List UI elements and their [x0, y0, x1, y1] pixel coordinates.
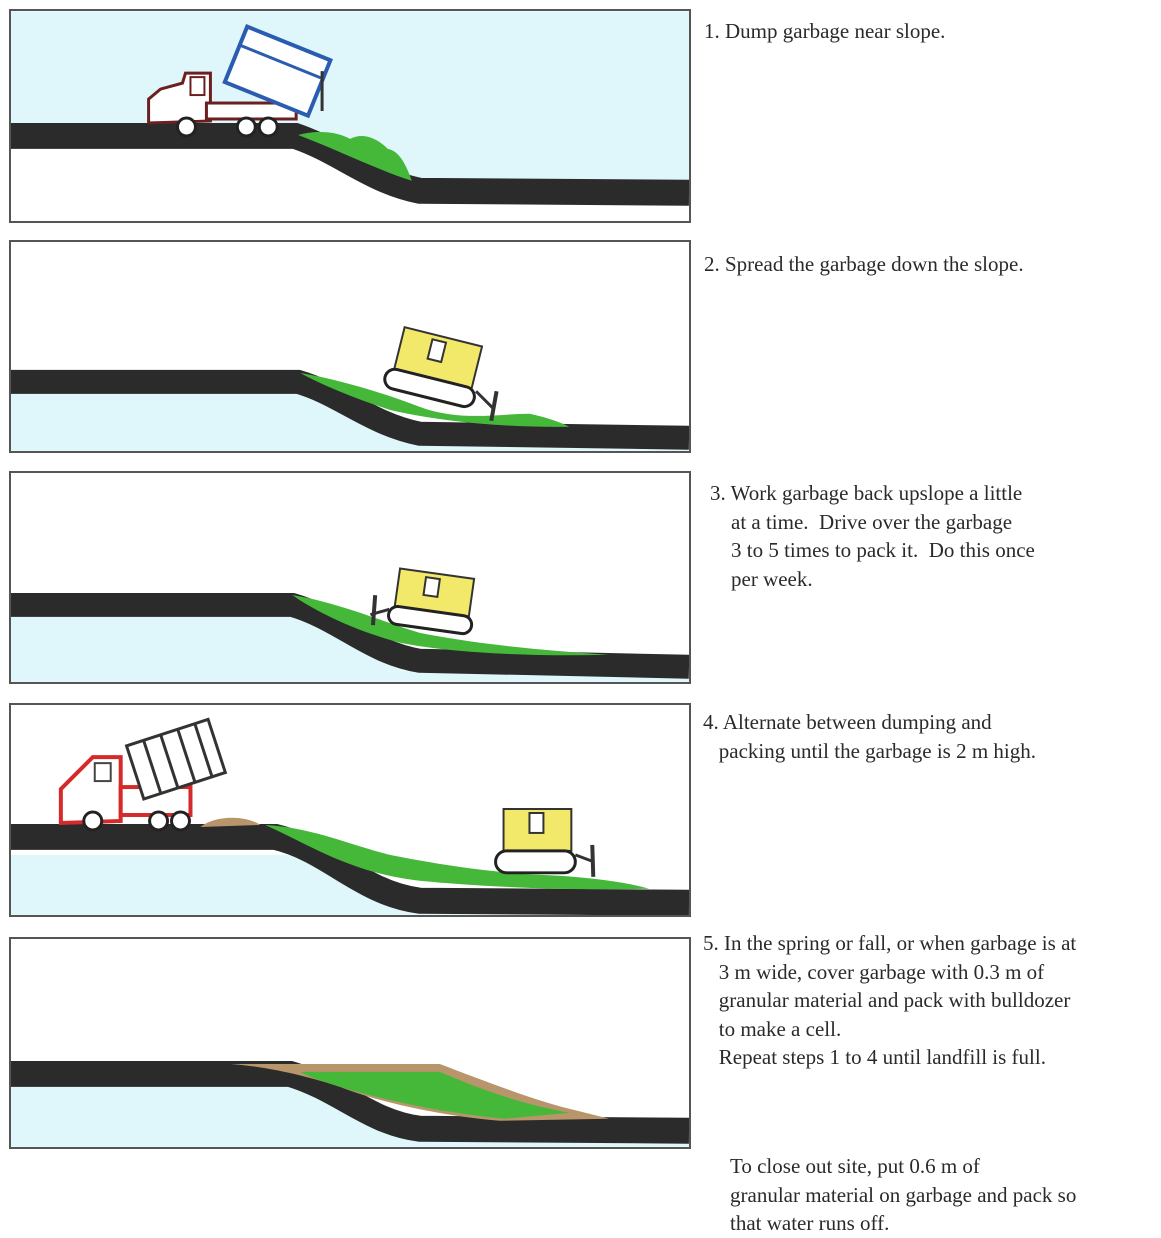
closing-caption: To close out site, put 0.6 m of granular…	[730, 1152, 1076, 1238]
step-1-illustration	[9, 9, 691, 223]
closing-line: granular material on garbage and pack so	[730, 1181, 1076, 1210]
step-5-illustration	[9, 937, 691, 1149]
step-5-line: granular material and pack with bulldoze…	[703, 986, 1076, 1015]
step-2-caption: 2. Spread the garbage down the slope.	[704, 250, 1024, 279]
step-5-line: 5. In the spring or fall, or when garbag…	[703, 929, 1076, 958]
step-5-scene	[11, 939, 689, 1147]
step-2-illustration	[9, 240, 691, 453]
step-5-line: Repeat steps 1 to 4 until landfill is fu…	[703, 1043, 1076, 1072]
closing-line: that water runs off.	[730, 1209, 1076, 1238]
step-5-caption: 5. In the spring or fall, or when garbag…	[703, 929, 1076, 1072]
step-2-line: 2. Spread the garbage down the slope.	[704, 250, 1024, 279]
step-3-line: at a time. Drive over the garbage	[710, 508, 1035, 537]
step-2-scene	[11, 242, 689, 451]
step-4-caption: 4. Alternate between dumping and packing…	[703, 708, 1036, 765]
step-1-caption: 1. Dump garbage near slope.	[704, 17, 945, 46]
step-5-line: to make a cell.	[703, 1015, 1076, 1044]
step-3-line: per week.	[710, 565, 1035, 594]
step-3-illustration	[9, 471, 691, 684]
closing-line: To close out site, put 0.6 m of	[730, 1152, 1076, 1181]
step-3-line: 3. Work garbage back upslope a little	[710, 479, 1035, 508]
step-3-scene	[11, 473, 689, 682]
step-3-line: 3 to 5 times to pack it. Do this once	[710, 536, 1035, 565]
step-4-line: packing until the garbage is 2 m high.	[703, 737, 1036, 766]
step-3-caption: 3. Work garbage back upslope a little at…	[710, 479, 1035, 593]
step-1-line: 1. Dump garbage near slope.	[704, 17, 945, 46]
step-5-line: 3 m wide, cover garbage with 0.3 m of	[703, 958, 1076, 987]
step-4-scene	[11, 705, 689, 915]
step-4-illustration	[9, 703, 691, 917]
step-1-scene	[11, 11, 689, 221]
step-4-line: 4. Alternate between dumping and	[703, 708, 1036, 737]
